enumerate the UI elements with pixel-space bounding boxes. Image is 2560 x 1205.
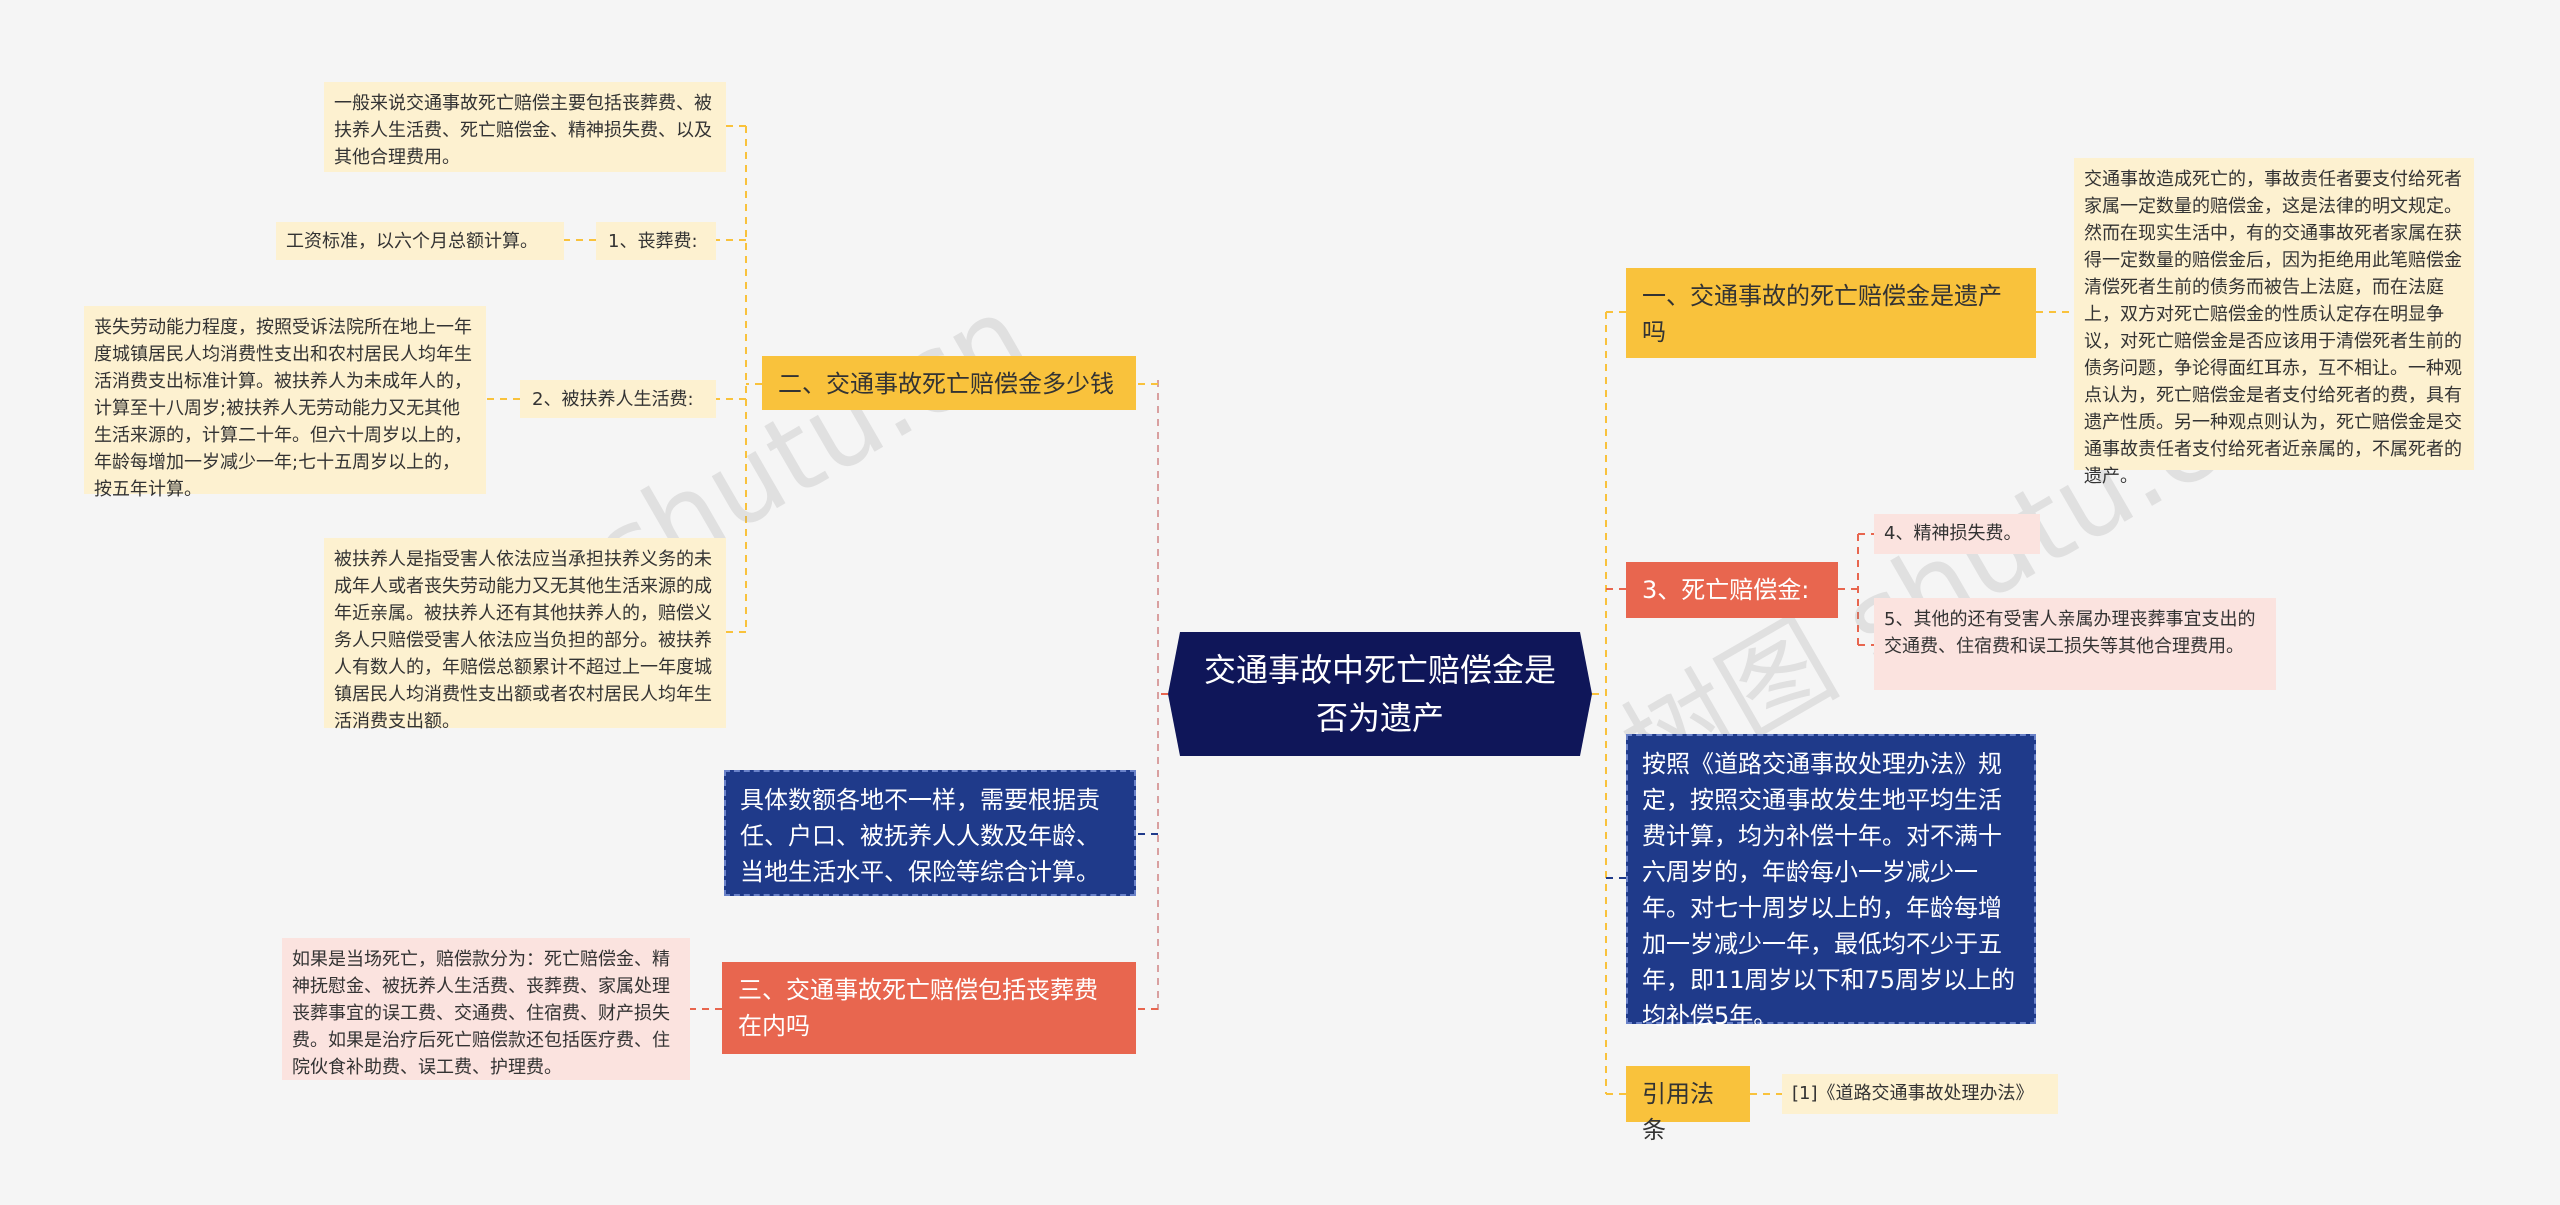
root-node[interactable]: 交通事故中死亡赔偿金是否为遗产 <box>1168 632 1592 756</box>
dependent-note: 丧失劳动能力程度，按照受诉法院所在地上一年度城镇居民人均消费性支出和农村居民人均… <box>84 306 486 500</box>
branch-title: 二、交通事故死亡赔偿金多少钱 <box>778 370 1114 398</box>
citation-reference[interactable]: [1]《道路交通事故处理办法》 <box>1782 1074 2058 1114</box>
other-costs-item: 5、其他的还有受害人亲属办理丧葬事宜支出的交通费、住宿费和误工损失等其他合理费用… <box>1874 598 2276 690</box>
branch-compensation-amount[interactable]: 二、交通事故死亡赔偿金多少钱 <box>762 356 1136 410</box>
branch-citation[interactable]: 引用法条 <box>1626 1066 1750 1144</box>
branch-is-estate[interactable]: 一、交通事故的死亡赔偿金是遗产吗 <box>1626 268 2036 358</box>
intro-note: 一般来说交通事故死亡赔偿主要包括丧葬费、被扶养人生活费、死亡赔偿金、精神损失费、… <box>324 82 726 172</box>
dependent-label[interactable]: 2、被扶养人生活费: <box>520 380 716 418</box>
funeral-included-note: 如果是当场死亡，赔偿款分为：死亡赔偿金、精神抚慰金、被抚养人生活费、丧葬费、家属… <box>282 938 690 1080</box>
branch-funeral-included[interactable]: 三、交通事故死亡赔偿包括丧葬费在内吗 <box>722 962 1136 1054</box>
funeral-note: 工资标准，以六个月总额计算。 <box>276 222 564 260</box>
mental-loss-item: 4、精神损失费。 <box>1874 514 2040 554</box>
branch-death-compensation[interactable]: 3、死亡赔偿金: <box>1626 562 1838 618</box>
dependent-definition-note: 被扶养人是指受害人依法应当承担扶养义务的未成年人或者丧失劳动能力又无其他生活来源… <box>324 538 726 732</box>
amount-varies-note[interactable]: 具体数额各地不一样，需要根据责任、户口、被抚养人人数及年龄、当地生活水平、保险等… <box>724 770 1136 896</box>
root-title: 交通事故中死亡赔偿金是否为遗产 <box>1203 651 1556 737</box>
regulation-rule-note[interactable]: 按照《道路交通事故处理办法》规定，按照交通事故发生地平均生活费计算，均为补偿十年… <box>1626 734 2036 1030</box>
funeral-label[interactable]: 1、丧葬费: <box>596 222 716 260</box>
is-estate-note: 交通事故造成死亡的，事故责任者要支付给死者家属一定数量的赔偿金，这是法律的明文规… <box>2074 158 2474 487</box>
